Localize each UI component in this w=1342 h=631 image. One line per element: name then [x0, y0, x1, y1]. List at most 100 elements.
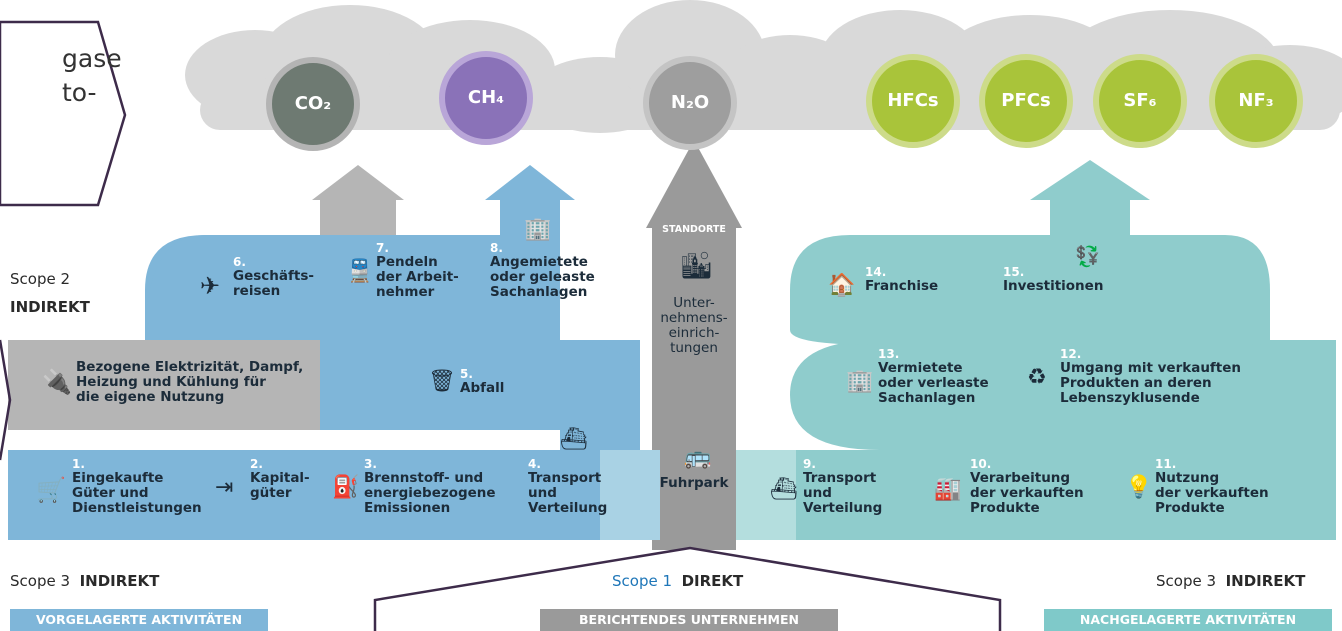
footer-right-tag: NACHGELAGERTE AKTIVITÄTEN: [1044, 609, 1332, 631]
item-7-number: 7.: [376, 241, 389, 255]
callout-box-left-edge: [0, 339, 12, 461]
scope2-title: Scope 2: [10, 270, 71, 288]
item-14-number: 14.: [865, 265, 887, 279]
callout-box-top: [0, 20, 127, 207]
upstream-bottom-band: [8, 450, 640, 540]
pfcs-label: PFCs: [1001, 90, 1051, 111]
fleet-label: Fuhrpark: [659, 475, 729, 491]
footer-right-scope-label: Scope 3: [1156, 572, 1217, 590]
building-icon: 🏢: [524, 217, 552, 242]
footer-left-tag: VORGELAGERTE AKTIVITÄTEN: [10, 609, 268, 631]
fuel-pump-icon: ⛽: [332, 475, 360, 500]
item-15: 15.Investitionen: [1003, 266, 1103, 294]
footer-left-scope-label: Scope 3: [10, 572, 71, 590]
house-icon: 🏠: [828, 273, 856, 298]
item-3: 3.Brennstoff- und energiebezogene Emissi…: [364, 458, 496, 516]
footer-left-kind: INDIREKT: [79, 572, 160, 590]
item-9-label: Transport und Verteilung: [803, 470, 883, 516]
sf6-label: SF₆: [1123, 90, 1157, 111]
item-5: 5.Abfall: [460, 368, 504, 396]
item-4-number: 4.: [528, 457, 541, 471]
pfcs-circle: [979, 54, 1073, 148]
factory-icon: 🏭: [934, 477, 962, 502]
item-14: 14.Franchise: [865, 266, 938, 294]
bus-icon: 🚌: [684, 445, 712, 470]
item-2-number: 2.: [250, 457, 263, 471]
item-13-label: Vermietete oder verleaste Sachanlagen: [878, 360, 989, 406]
item-12-label: Umgang mit verkauften Produkten an deren…: [1060, 360, 1242, 406]
item-9: 9.Transport und Verteilung: [803, 458, 882, 516]
hfcs-label: HFCs: [887, 90, 939, 111]
plug-icon: 🔌: [42, 368, 72, 396]
ch4-circle: [439, 51, 533, 145]
item-11-label: Nutzung der verkauften Produkte: [1155, 470, 1269, 516]
item-11-number: 11.: [1155, 457, 1177, 471]
upstream-fade: [600, 450, 660, 540]
item-3-number: 3.: [364, 457, 377, 471]
item-7-label: Pendeln der Arbeit- nehmer: [376, 254, 459, 300]
item-9-number: 9.: [803, 457, 816, 471]
item-1-number: 1.: [72, 457, 85, 471]
gas-circles: [266, 51, 1303, 151]
footer-right-kind: INDIREKT: [1225, 572, 1306, 590]
item-8: 8.Angemietete oder geleaste Sachanlagen: [490, 242, 595, 300]
cart-icon: 🛒: [36, 476, 66, 504]
ship-icon: ⛴: [770, 477, 798, 502]
trash-icon: 🗑: [428, 369, 456, 394]
item-10-number: 10.: [970, 457, 992, 471]
hfcs-circle: [866, 54, 960, 148]
nf3-label: NF₃: [1238, 90, 1274, 111]
item-1: 1.Eingekaufte Güter und Dienstleistungen: [72, 458, 202, 516]
train-icon: 🚆: [346, 259, 374, 284]
item-6-label: Geschäfts- reisen: [233, 268, 314, 299]
ship-icon: ⛴: [560, 427, 588, 452]
downstream-bottom-band: [736, 450, 1336, 540]
item-8-label: Angemietete oder geleaste Sachanlagen: [490, 254, 595, 300]
item-5-label: Abfall: [460, 380, 505, 396]
item-6-number: 6.: [233, 255, 246, 269]
standorte-label: STANDORTE: [662, 224, 726, 235]
upstream-top-band: [145, 235, 560, 340]
login-icon: ⇥: [215, 475, 234, 500]
item-1-label: Eingekaufte Güter und Dienstleistungen: [72, 470, 202, 516]
facilities-label: Unter- nehmens- einrich- tungen: [660, 295, 728, 356]
callout-box-bottom: [373, 546, 1002, 631]
item-12-number: 12.: [1060, 347, 1082, 361]
nf3-circle: [1209, 54, 1303, 148]
money-icon: 💱: [1075, 244, 1100, 268]
ch4-label: CH₄: [467, 87, 505, 108]
item-2: 2.Kapital- güter: [250, 458, 310, 501]
item-13: 13.Vermietete oder verleaste Sachanlagen: [878, 348, 989, 406]
footer-center-scope: Scope 1 DIREKT: [612, 572, 743, 590]
item-4-label: Transport und Verteilung: [528, 470, 608, 516]
buildings-icon: 🏙: [680, 251, 714, 281]
footer-left-scope: Scope 3 INDIREKT: [10, 572, 159, 590]
upstream-curve: [560, 340, 640, 450]
item-4: 4.Transport und Verteilung: [528, 458, 607, 516]
item-15-label: Investitionen: [1003, 278, 1104, 294]
item-15-number: 15.: [1003, 265, 1025, 279]
bulb-icon: 💡: [1125, 475, 1153, 500]
scope2-band: [8, 260, 400, 430]
item-2-label: Kapital- güter: [250, 470, 310, 501]
footer-center-scope-label: Scope 1: [612, 572, 673, 590]
airplane-icon: ✈: [200, 272, 221, 300]
callout-text: gase to-: [62, 44, 122, 107]
footer-right-scope: Scope 3 INDIREKT: [1156, 572, 1305, 590]
item-13-number: 13.: [878, 347, 900, 361]
item-14-label: Franchise: [865, 278, 939, 294]
downstream-fade: [736, 450, 796, 540]
item-12: 12.Umgang mit verkauften Produkten an de…: [1060, 348, 1241, 406]
item-11: 11.Nutzung der verkauften Produkte: [1155, 458, 1269, 516]
downstream-top-band: [790, 160, 1270, 345]
n2o-circle: [643, 56, 737, 150]
footer-center-tag: BERICHTENDES UNTERNEHMEN: [540, 609, 838, 631]
recycle-icon: ♻: [1027, 365, 1047, 390]
item-5-number: 5.: [460, 367, 473, 381]
item-3-label: Brennstoff- und energiebezogene Emission…: [364, 470, 496, 516]
item-10: 10.Verarbeitung der verkauften Produkte: [970, 458, 1084, 516]
building-icon: 🏢: [846, 369, 874, 394]
scope1-arrow: [646, 140, 742, 228]
co2-label: CO₂: [294, 93, 332, 114]
